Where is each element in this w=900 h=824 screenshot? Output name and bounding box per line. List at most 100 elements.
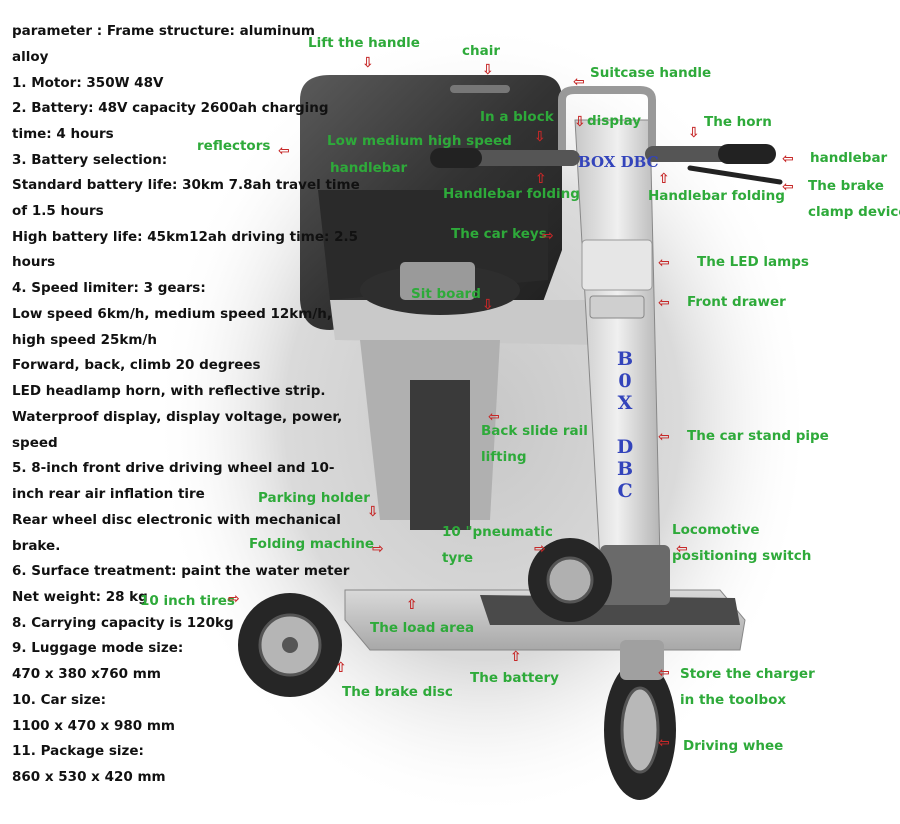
spec-line: of 1.5 hours	[12, 203, 104, 219]
spec-line: Standard battery life: 30km 7.8ah travel…	[12, 177, 360, 193]
spec-line: 10. Car size:	[12, 692, 107, 708]
arrow-left-icon: ⇦	[658, 429, 670, 445]
brand-letter: B	[616, 458, 634, 480]
label-lift-handle: Lift the handle	[308, 35, 420, 51]
arrow-left-icon: ⇦	[658, 735, 670, 751]
brand-letter: X	[617, 392, 633, 414]
arrow-down-icon: ⇩	[367, 504, 379, 520]
label-ten-inch-tires: 10 inch tires	[140, 593, 235, 609]
arrow-left-icon: ⇦	[782, 151, 794, 167]
spec-line: 1100 x 470 x 980 mm	[12, 718, 175, 734]
handlebar-left-grip	[430, 148, 482, 168]
spec-line: Forward, back, climb 20 degrees	[12, 357, 261, 373]
label-car-keys: The car keys	[451, 226, 547, 242]
arrow-down-icon: ⇩	[574, 114, 586, 130]
spec-line: LED headlamp horn, with reflective strip…	[12, 383, 326, 399]
arrow-left-icon: ⇦	[658, 255, 670, 271]
label-low-medium-high-speed: Low medium high speed	[327, 133, 512, 149]
spec-line: high speed 25km/h	[12, 332, 157, 348]
label-brake-clamp-2: clamp device	[808, 204, 900, 220]
spec-line: 9. Luggage mode size:	[12, 640, 184, 656]
spec-line: speed	[12, 435, 58, 451]
brand-letter	[614, 416, 636, 438]
arrow-down-icon: ⇩	[482, 297, 494, 313]
arrow-left-icon: ⇦	[676, 541, 688, 557]
label-locomotive-2: positioning switch	[672, 548, 812, 564]
label-chair: chair	[462, 43, 501, 59]
spec-line: 470 x 380 x760 mm	[12, 666, 161, 682]
spec-line: alloy	[12, 49, 49, 65]
arrow-down-icon: ⇩	[534, 129, 546, 145]
led-lamp	[581, 239, 653, 291]
label-led-lamps: The LED lamps	[697, 254, 809, 270]
spec-line: time: 4 hours	[12, 126, 114, 142]
label-load-area: The load area	[370, 620, 475, 636]
seat-board	[330, 300, 600, 345]
label-back-slide-rail-1: Back slide rail	[481, 423, 588, 439]
brand-letter: C	[617, 480, 633, 502]
arrow-down-icon: ⇩	[688, 125, 700, 141]
spec-line: 8. Carrying capacity is 120kg	[12, 615, 234, 631]
label-display: display	[587, 113, 642, 129]
spec-line: 3. Battery selection:	[12, 152, 168, 168]
label-front-drawer: Front drawer	[687, 294, 786, 310]
arrow-up-icon: ⇧	[510, 649, 522, 665]
label-brake-clamp-1: The brake	[808, 178, 884, 194]
label-handlebar-left: handlebar	[330, 160, 408, 176]
front-fork	[620, 640, 664, 680]
label-handlebar-folding-right: Handlebar folding	[648, 188, 785, 204]
seat-mount	[400, 262, 475, 300]
label-suitcase-handle: Suitcase handle	[590, 65, 712, 81]
arrow-left-icon: ⇦	[782, 179, 794, 195]
arrow-left-icon: ⇦	[278, 143, 290, 159]
brand-vertical: B 0 X D B C	[614, 350, 636, 504]
spec-line: hours	[12, 254, 56, 270]
rear-wheel-left-axle	[282, 637, 298, 653]
arrow-left-icon: ⇦	[658, 665, 670, 681]
label-brake-disc: The brake disc	[342, 684, 453, 700]
spec-line: Waterproof display, display voltage, pow…	[12, 409, 343, 425]
label-sit-board: Sit board	[411, 286, 481, 302]
front-fork-housing	[600, 545, 670, 605]
spec-line: Rear wheel disc electronic with mechanic…	[12, 512, 341, 528]
arrow-left-icon: ⇦	[573, 74, 585, 90]
brake-lever	[687, 165, 783, 185]
spec-line: 1. Motor: 350W 48V	[12, 75, 164, 91]
label-pneumatic-tyre-1: 10 "pneumatic	[442, 524, 553, 540]
label-pneumatic-tyre-2: tyre	[442, 550, 474, 566]
spec-line: 6. Surface treatment: paint the water me…	[12, 563, 350, 579]
spec-line: 11. Package size:	[12, 743, 144, 759]
label-back-slide-rail-2: lifting	[481, 449, 527, 465]
label-the-horn: The horn	[704, 114, 772, 130]
label-handlebar-right: handlebar	[810, 150, 888, 166]
slide-rail	[410, 380, 470, 530]
arrow-left-icon: ⇦	[658, 295, 670, 311]
arrow-up-icon: ⇧	[658, 171, 670, 187]
handlebar-right-grip	[718, 144, 776, 164]
spec-line: Low speed 6km/h, medium speed 12km/h,	[12, 306, 332, 322]
spec-line: 4. Speed limiter: 3 gears:	[12, 280, 206, 296]
front-wheel-hub	[620, 686, 660, 774]
label-folding-machine: Folding machine	[249, 536, 375, 552]
arrow-down-icon: ⇩	[482, 62, 494, 78]
arrow-right-icon: ⇨	[372, 541, 384, 557]
spec-line: Net weight: 28 kg	[12, 589, 148, 605]
label-in-a-block: In a block	[480, 109, 554, 125]
label-store-charger-2: in the toolbox	[680, 692, 787, 708]
arrow-up-icon: ⇧	[535, 171, 547, 187]
front-drawer	[589, 295, 645, 319]
brand-letter: 0	[618, 370, 632, 392]
arrow-right-icon: ⇨	[542, 228, 554, 244]
label-parking-holder: Parking holder	[258, 490, 370, 506]
brand-letter: D	[616, 436, 634, 458]
arrow-up-icon: ⇧	[406, 597, 418, 613]
label-the-battery: The battery	[470, 670, 559, 686]
label-reflectors: reflectors	[197, 138, 271, 154]
spec-line: 2. Battery: 48V capacity 2600ah charging	[12, 100, 329, 116]
spec-line: inch rear air inflation tire	[12, 486, 205, 502]
rear-wheel-right-hub	[546, 556, 594, 604]
suitcase-handle	[558, 86, 656, 150]
brand-letter: B	[616, 348, 634, 370]
